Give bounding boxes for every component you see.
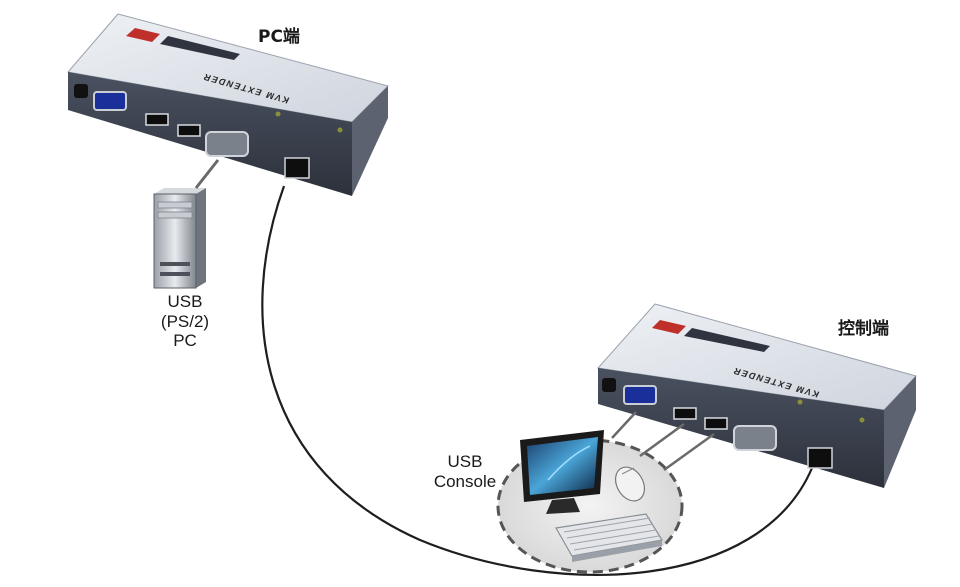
- usb-port: [704, 417, 728, 430]
- usb-pc-label: USB (PS/2) PC: [130, 292, 240, 351]
- console-cable: [663, 432, 715, 472]
- monitor-icon: [520, 430, 604, 514]
- vga-port: [93, 91, 127, 111]
- usb-pc-label-line1: USB: [167, 292, 203, 311]
- vga-port: [623, 385, 657, 405]
- usb-console-label: USB Console: [420, 452, 510, 491]
- usb-port: [673, 407, 697, 420]
- usb-port: [177, 124, 201, 137]
- usb-pc-label-line2: (PS/2): [160, 311, 210, 331]
- keyboard-icon: [555, 513, 663, 562]
- rj45-port: [284, 157, 310, 179]
- power-jack: [74, 84, 88, 98]
- pc-tower-icon: [153, 188, 206, 289]
- console-cable: [639, 422, 685, 458]
- kvm-device-console-side: KVM EXTENDER: [597, 303, 917, 488]
- rj45-port: [807, 447, 833, 469]
- console-cable: [611, 411, 637, 439]
- usb-console-label-line2: Console: [433, 471, 497, 491]
- cat5-cable: [261, 185, 814, 576]
- brand-tag: [126, 28, 160, 42]
- pc-side-label: PC端: [258, 27, 300, 47]
- kvm-device-pc-side: KVM EXTENDER: [67, 13, 389, 196]
- mouse-icon: [614, 466, 646, 502]
- led-indicator: [275, 111, 281, 117]
- usb-pc-label-line3: PC: [173, 331, 197, 351]
- usb-port: [145, 113, 169, 126]
- led-indicator: [337, 127, 343, 133]
- led-indicator: [797, 399, 803, 405]
- usb-console-label-line1: USB: [447, 452, 483, 471]
- pc-to-device-cable: [194, 159, 220, 189]
- brand-tag: [652, 320, 686, 334]
- db-port: [733, 425, 777, 451]
- console-side-label: 控制端: [838, 319, 889, 339]
- led-indicator: [859, 417, 865, 423]
- power-jack: [602, 378, 616, 392]
- db-port: [205, 131, 249, 157]
